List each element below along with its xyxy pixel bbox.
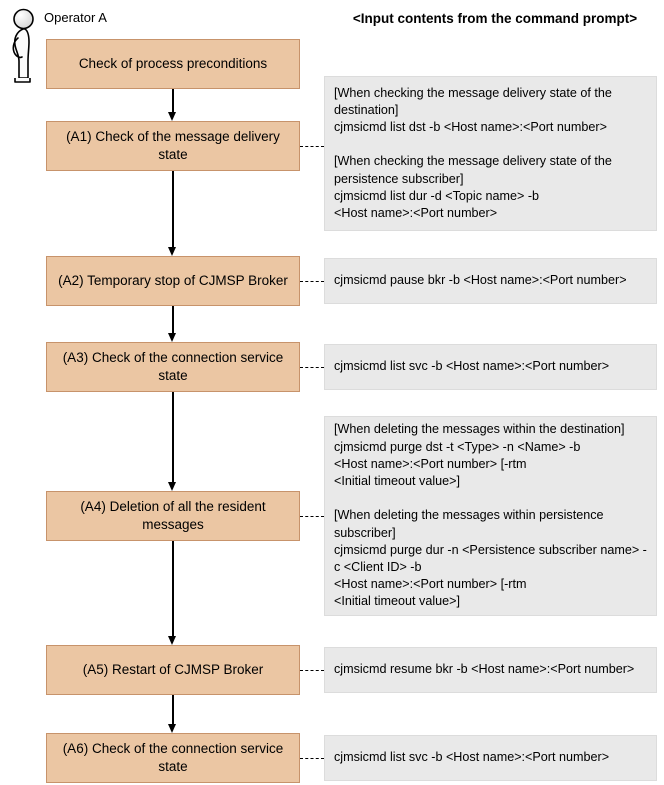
command-box-a1: [When checking the message delivery stat… [324, 76, 657, 231]
command-box-a5: cjmsicmd resume bkr -b <Host name>:<Port… [324, 647, 657, 693]
flow-arrow-start-to-a1 [168, 89, 177, 121]
process-box-label: (A6) Check of the connection service sta… [62, 741, 284, 774]
process-box-label: (A3) Check of the connection service sta… [62, 350, 284, 383]
process-box-label: (A2) Temporary stop of CJMSP Broker [58, 273, 288, 288]
process-box-label: (A5) Restart of CJMSP Broker [82, 662, 264, 677]
command-text: [When deleting the messages within the d… [334, 422, 647, 609]
flow-arrow-a5-to-a6 [168, 695, 177, 733]
connector-a5 [300, 670, 324, 671]
connector-a4 [300, 516, 324, 517]
command-text: cjmsicmd pause bkr -b <Host name>:<Port … [334, 273, 627, 288]
command-box-a3: cjmsicmd list svc -b <Host name>:<Port n… [324, 344, 657, 390]
actor-label: Operator A [44, 10, 107, 25]
process-box-label: (A4) Deletion of all the resident messag… [80, 499, 266, 532]
process-box-a2[interactable]: (A2) Temporary stop of CJMSP Broker [46, 256, 300, 306]
command-text: cjmsicmd list svc -b <Host name>:<Port n… [334, 359, 610, 374]
command-text: cjmsicmd list svc -b <Host name>:<Port n… [334, 750, 610, 765]
process-box-a3[interactable]: (A3) Check of the connection service sta… [46, 342, 300, 392]
connector-a3 [300, 367, 324, 368]
process-box-a6[interactable]: (A6) Check of the connection service sta… [46, 733, 300, 783]
command-box-a2: cjmsicmd pause bkr -b <Host name>:<Port … [324, 258, 657, 304]
flow-arrow-a2-to-a3 [168, 306, 177, 342]
command-box-a6: cjmsicmd list svc -b <Host name>:<Port n… [324, 735, 657, 781]
process-box-a1[interactable]: (A1) Check of the message delivery state [46, 121, 300, 171]
flow-arrow-a4-to-a5 [168, 541, 177, 645]
connector-a6 [300, 758, 324, 759]
person-stick-figure-icon [4, 8, 44, 86]
process-box-start[interactable]: Check of process preconditions [46, 39, 300, 89]
command-text: [When checking the message delivery stat… [334, 85, 612, 221]
process-box-label: Check of process preconditions [78, 56, 268, 71]
process-box-a5[interactable]: (A5) Restart of CJMSP Broker [46, 645, 300, 695]
flow-arrow-a1-to-a2 [168, 171, 177, 256]
connector-a2 [300, 281, 324, 282]
flow-arrow-a3-to-a4 [168, 392, 177, 491]
command-column-header: <Input contents from the command prompt> [352, 11, 638, 26]
process-box-a4[interactable]: (A4) Deletion of all the resident messag… [46, 491, 300, 541]
connector-a1 [300, 146, 324, 147]
command-text: cjmsicmd resume bkr -b <Host name>:<Port… [334, 662, 635, 677]
process-box-label: (A1) Check of the message delivery state [66, 129, 280, 162]
command-box-a4: [When deleting the messages within the d… [324, 416, 657, 616]
